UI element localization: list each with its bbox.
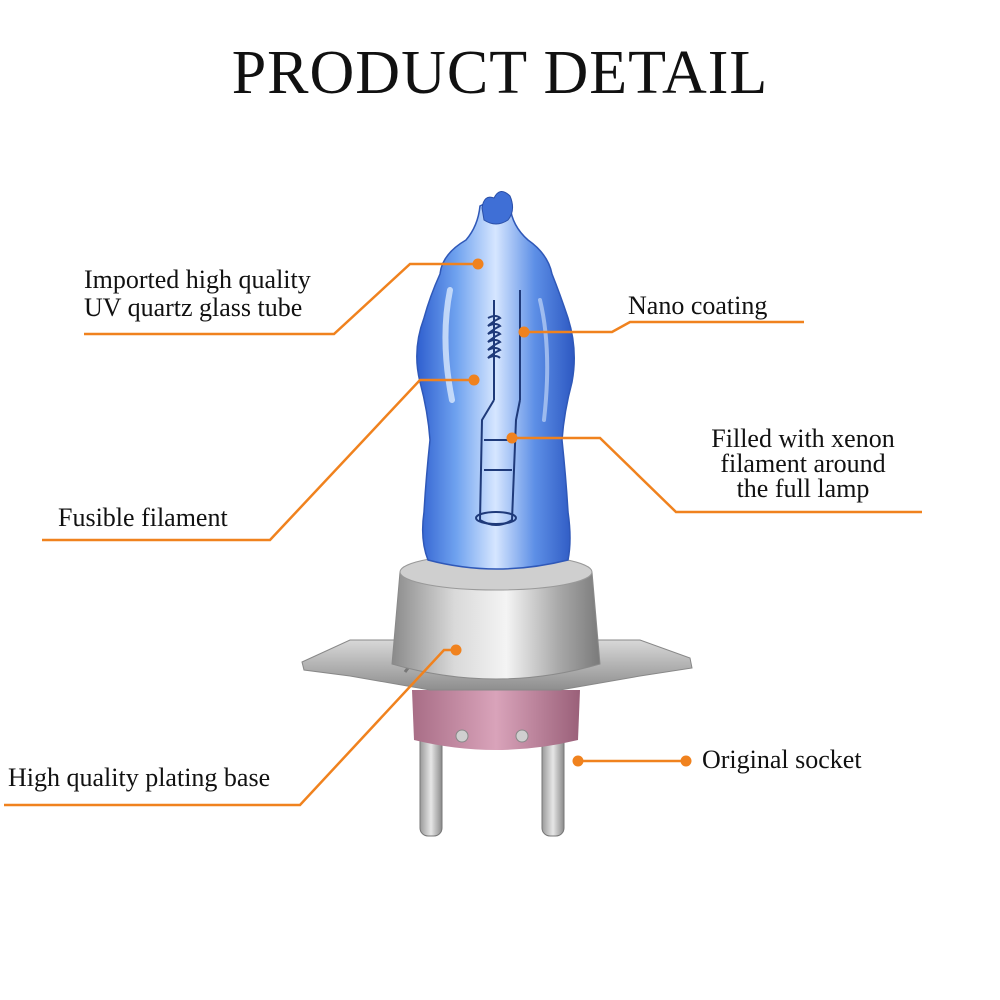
callout-nano-coating: Nano coating [628,291,768,320]
dot-uv-glass [472,258,484,270]
leader-xenon [512,436,922,514]
glass-tip [481,191,514,225]
callout-xenon-line-1: Filled with xenon [711,424,895,453]
callout-original-socket: Original socket [702,745,862,774]
callout-fusible-filament: Fusible filament [58,503,228,532]
dot-nano [518,326,530,338]
callout-xenon: Filled with xenon filament around the fu… [696,424,910,503]
leader-nano [524,320,804,334]
callout-xenon-line-3: the full lamp [736,474,870,503]
bulb-illustration [301,191,693,837]
insulator-base [412,690,580,750]
callout-plating-base: High quality plating base [8,763,271,792]
dot-xenon [506,432,518,444]
leader-uv-glass [84,262,478,336]
filament-structure [475,290,521,526]
callout-lines [4,258,922,807]
callout-xenon-line-2: filament around [720,449,886,478]
dot-fusible [468,374,480,386]
glass-tube [416,200,575,570]
dot-socket-start [572,755,584,767]
leader-fusible [42,378,474,542]
callout-uv-glass: Imported high quality UV quartz glass tu… [84,266,311,322]
dot-socket-end [680,755,692,767]
leader-plating [4,648,456,807]
callout-uv-glass-line-1: Imported high quality [84,265,311,294]
callout-uv-glass-line-2: UV quartz glass tube [84,293,303,322]
page-title: PRODUCT DETAIL [231,39,769,107]
dot-plating [450,644,462,656]
